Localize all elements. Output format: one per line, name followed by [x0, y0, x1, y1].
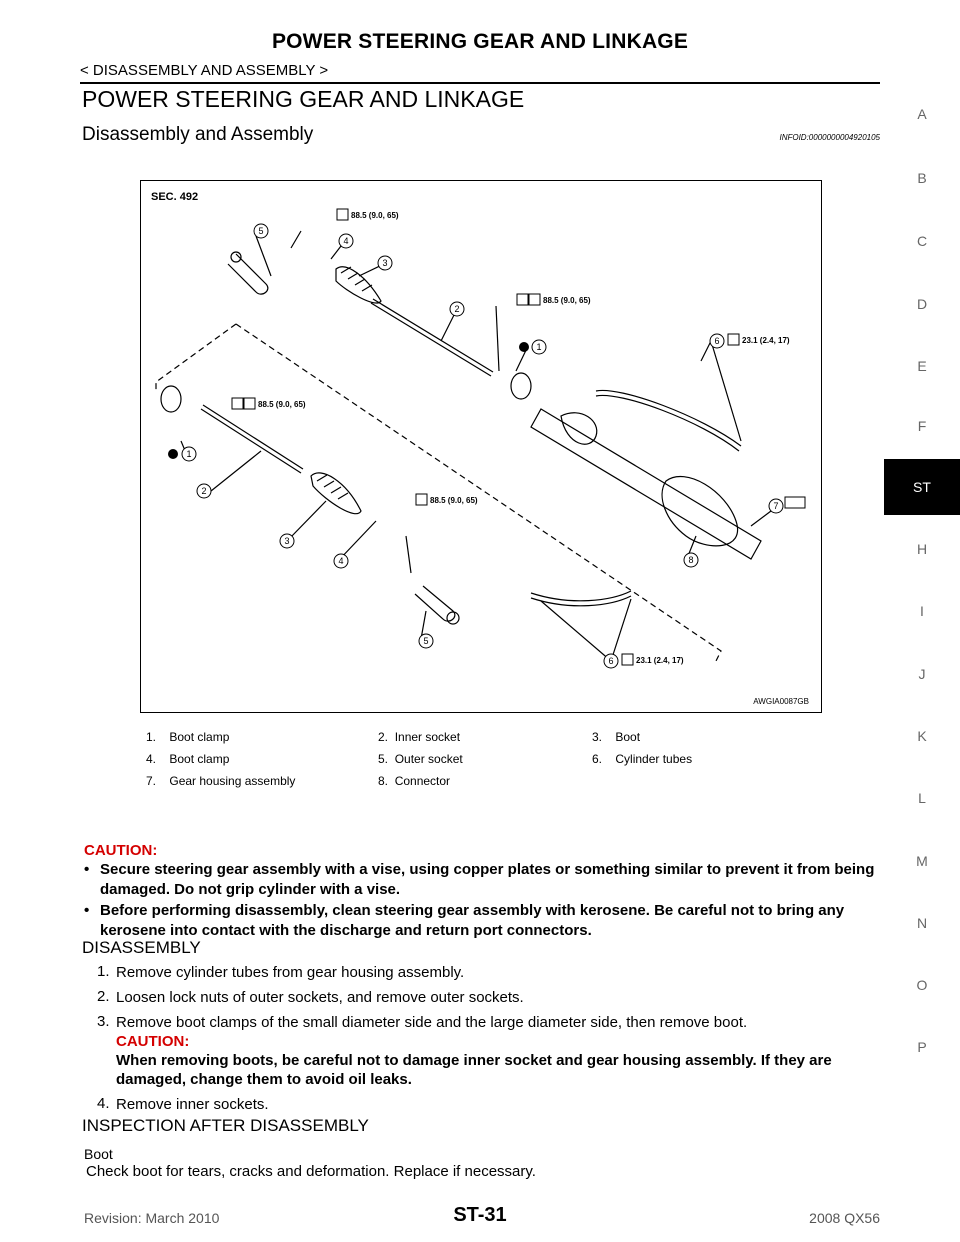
legend-item: 8. Connector: [378, 774, 451, 788]
sidebar-item-m[interactable]: M: [916, 853, 928, 869]
sidebar-item-st[interactable]: ST: [884, 459, 960, 515]
sidebar-item-k[interactable]: K: [917, 728, 927, 744]
sidebar-item-a[interactable]: A: [917, 106, 927, 122]
legend-item: 6. Cylinder tubes: [592, 752, 693, 766]
legend-item: 5. Outer socket: [378, 752, 463, 766]
legend-item: 1. Boot clamp: [146, 730, 230, 744]
callout-5-lower: 5: [423, 636, 428, 646]
figure-code: AWGIA0087GB: [753, 697, 809, 706]
footer-page-number: ST-31: [453, 1204, 507, 1226]
torque-label-lower-inner: 88.5 (9.0, 65): [258, 400, 306, 409]
legend-item: 7. Gear housing assembly: [146, 774, 296, 788]
page-header-title: POWER STEERING GEAR AND LINKAGE: [271, 30, 689, 53]
sidebar-item-c[interactable]: C: [916, 233, 928, 249]
info-id: INFOID:0000000004920105: [779, 133, 880, 142]
sidebar-item-e[interactable]: E: [917, 358, 927, 374]
callout-8: 8: [688, 555, 693, 565]
torque-label-lower-outer: 88.5 (9.0, 65): [430, 496, 478, 505]
figure-section-label: SEC. 492: [151, 191, 199, 203]
torque-label-upper-tube: 23.1 (2.4, 17): [742, 336, 790, 345]
callout-1-upper: 1: [536, 342, 541, 352]
torque-label-upper-outer: 88.5 (9.0, 65): [351, 211, 399, 220]
callout-6-upper: 6: [714, 336, 719, 346]
legend-item: 2. Inner socket: [378, 730, 461, 744]
page-header-subtitle: < DISASSEMBLY AND ASSEMBLY >: [80, 62, 329, 79]
sidebar-item-j[interactable]: J: [918, 666, 926, 682]
legend-item: 3. Boot: [592, 730, 641, 744]
torque-label-lower-tube: 23.1 (2.4, 17): [636, 656, 684, 665]
callout-3-upper: 3: [382, 258, 387, 268]
header-divider: [80, 82, 880, 84]
callout-2-lower: 2: [201, 486, 206, 496]
sidebar-item-h[interactable]: H: [916, 541, 928, 557]
section-title: POWER STEERING GEAR AND LINKAGE: [82, 86, 525, 112]
sidebar-item-b[interactable]: B: [917, 170, 927, 186]
caution-title: CAUTION:: [84, 842, 158, 859]
callout-5-upper: 5: [258, 226, 263, 236]
caution-item: •Before performing disassembly, clean st…: [84, 902, 845, 939]
boot-subtitle: Boot: [84, 1146, 113, 1162]
torque-label-upper-inner: 88.5 (9.0, 65): [543, 296, 591, 305]
sidebar-item-f[interactable]: F: [917, 418, 927, 434]
sidebar-item-o[interactable]: O: [916, 977, 928, 993]
callout-6-lower: 6: [608, 656, 613, 666]
step-caution-title: CAUTION:: [116, 1033, 190, 1050]
sidebar-item-i[interactable]: I: [920, 603, 924, 619]
sidebar-item-p[interactable]: P: [917, 1039, 927, 1055]
section-subtitle: Disassembly and Assembly: [82, 124, 314, 145]
sidebar-item-n[interactable]: N: [916, 915, 928, 931]
step-caution-text: When removing boots, be careful not to d…: [116, 1052, 832, 1088]
sidebar-item-l[interactable]: L: [918, 790, 926, 806]
callout-4-lower: 4: [338, 556, 343, 566]
footer-model: 2008 QX56: [809, 1210, 880, 1226]
callout-3-lower: 3: [284, 536, 289, 546]
steering-gear-drawing: 5 4 3 2 1 6 7 8 6 1 2 3 4 5 88.5 (9.0,: [155, 208, 806, 669]
boot-text: Check boot for tears, cracks and deforma…: [86, 1163, 536, 1180]
legend-item: 4. Boot clamp: [146, 752, 230, 766]
exploded-diagram: SEC. 492: [140, 180, 822, 713]
footer-revision: Revision: March 2010: [84, 1210, 220, 1226]
sidebar-item-d[interactable]: D: [916, 296, 928, 312]
caution-item: •Secure steering gear assembly with a vi…: [84, 861, 875, 898]
callout-1-lower: 1: [186, 449, 191, 459]
callout-4-upper: 4: [343, 236, 348, 246]
disassembly-title: DISASSEMBLY: [82, 938, 201, 957]
inspection-title: INSPECTION AFTER DISASSEMBLY: [82, 1116, 369, 1135]
caution-block: CAUTION: •Secure steering gear assembly …: [84, 842, 884, 941]
callout-7: 7: [773, 501, 778, 511]
callout-2-upper: 2: [454, 304, 459, 314]
